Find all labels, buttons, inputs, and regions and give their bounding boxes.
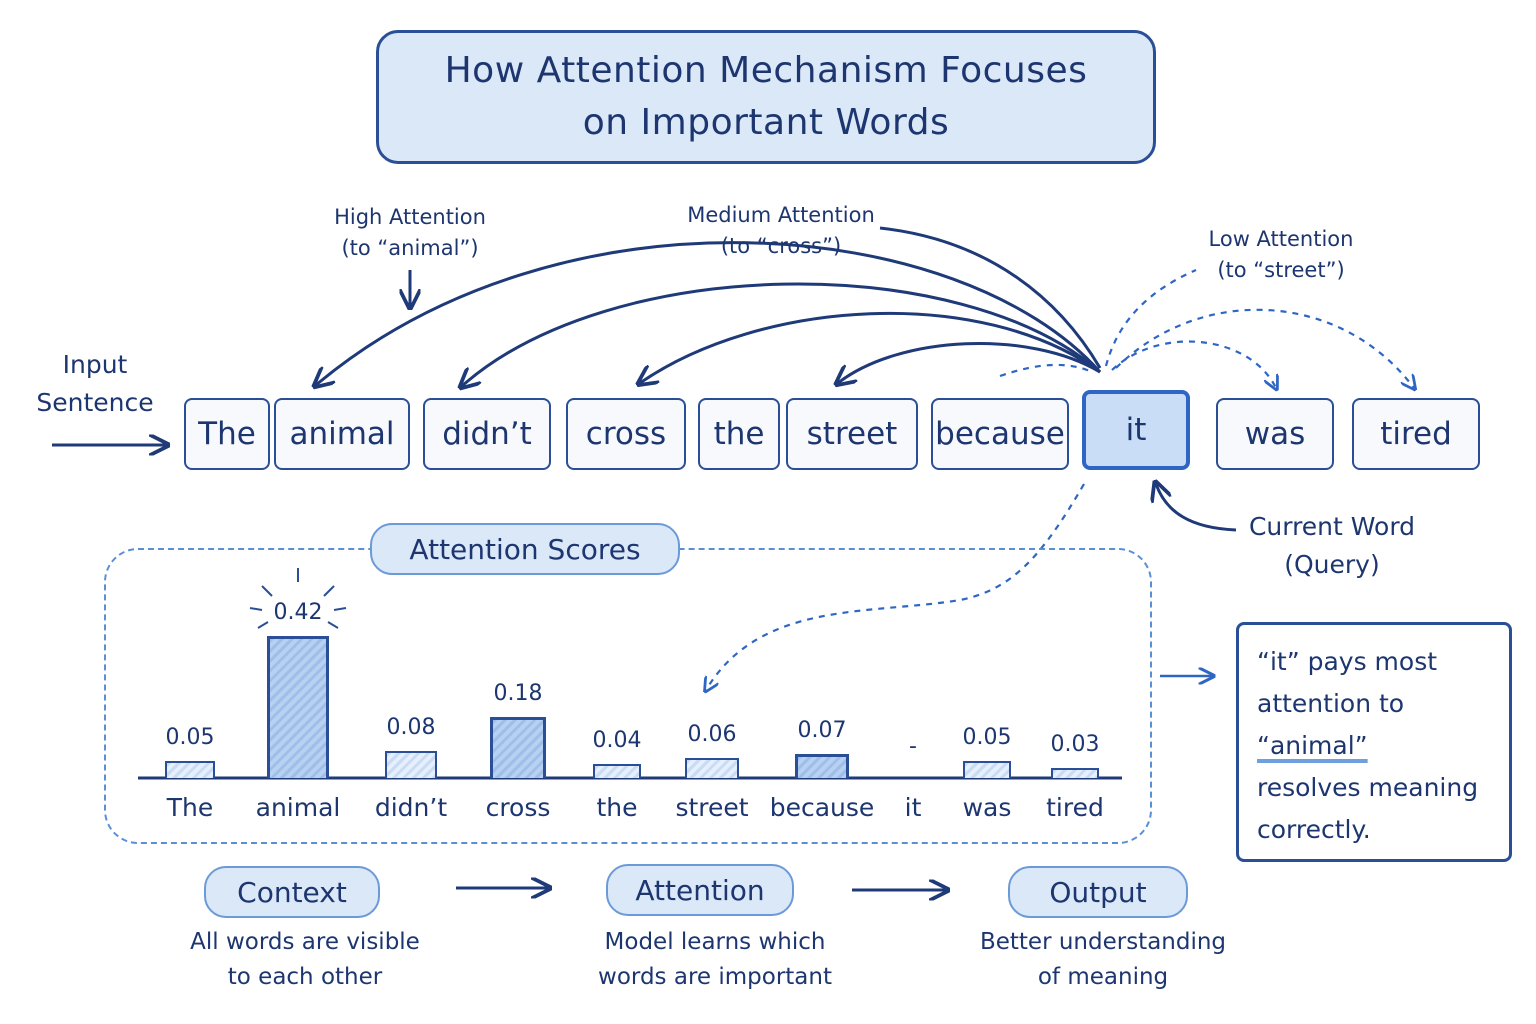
- highlight-sparks: [249, 568, 347, 629]
- dashed-arrow-self: [999, 363, 1093, 378]
- current-word-label: Current Word (Query): [1248, 512, 1416, 579]
- arrow-medium-label: [879, 226, 1102, 369]
- callout-line-1: “it” pays most: [1257, 647, 1438, 676]
- attention-scores-frame: [104, 548, 1152, 844]
- low-attention-label: Low Attention (to “street”): [1208, 227, 1354, 282]
- callout-arrow: →: [1376, 731, 1397, 760]
- token-9: tired: [1352, 398, 1480, 470]
- arrow-to-cross: [640, 311, 1101, 383]
- token-8: was: [1216, 398, 1334, 470]
- token-4: the: [698, 398, 780, 470]
- step-context-description: All words are visible to each other: [190, 929, 420, 990]
- insight-callout: “it” pays most attention to “animal” → r…: [1236, 622, 1512, 862]
- dashed-arrow-was: [1111, 340, 1276, 388]
- token-7-current-word: it: [1082, 390, 1190, 470]
- arrow-current-word: [1156, 484, 1237, 532]
- token-6: because: [931, 398, 1069, 470]
- high-attention-label: High Attention (to “animal”): [334, 205, 486, 260]
- callout-highlight: “animal”: [1257, 731, 1368, 760]
- callout-line-3: “animal” →: [1257, 725, 1491, 767]
- step-attention: Attention: [606, 864, 794, 916]
- arrow-to-animal: [316, 241, 1102, 385]
- title-box: How Attention Mechanism Focuses on Impor…: [376, 30, 1156, 164]
- input-sentence-label: Input Sentence: [36, 350, 154, 417]
- token-0: The: [184, 398, 270, 470]
- arrow-to-didnt: [462, 282, 1101, 386]
- token-5: street: [786, 398, 918, 470]
- token-3: cross: [566, 398, 686, 470]
- title-line-1: How Attention Mechanism Focuses: [444, 50, 1088, 91]
- callout-line-5: correctly.: [1257, 815, 1371, 844]
- step-output-description: Better understanding of meaning: [979, 929, 1227, 990]
- attention-scores-title: Attention Scores: [370, 523, 680, 575]
- medium-attention-label: Medium Attention (to “cross”): [687, 203, 875, 258]
- callout-line-2: attention to: [1257, 689, 1405, 718]
- callout-line-4: resolves meaning: [1257, 773, 1479, 802]
- dashed-arrow-to-street-bar: [706, 483, 1085, 690]
- dashed-arrow-tired: [1115, 308, 1414, 388]
- arrow-to-street: [838, 342, 1101, 383]
- step-context: Context: [204, 866, 380, 918]
- step-output: Output: [1008, 866, 1188, 918]
- title-line-2: on Important Words: [582, 102, 950, 143]
- token-1: animal: [274, 398, 410, 470]
- token-2: didn’t: [423, 398, 551, 470]
- step-attention-description: Model learns which words are important: [598, 929, 832, 990]
- dashed-arrow-low-label: [1104, 268, 1197, 367]
